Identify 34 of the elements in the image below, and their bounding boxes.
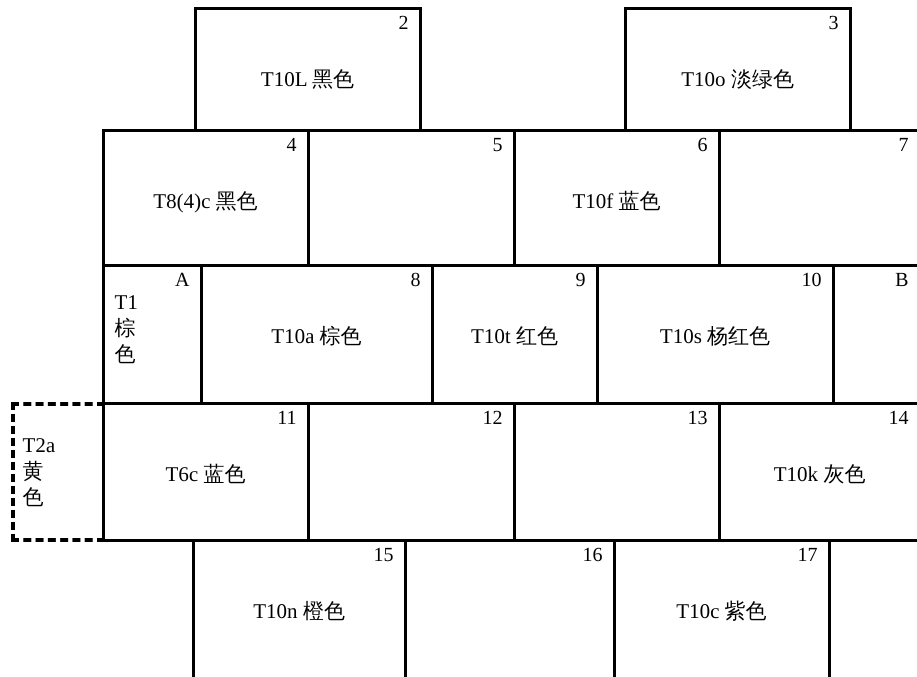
- cell-number: A: [175, 268, 190, 290]
- grid-cell: [624, 6, 852, 132]
- cell-number: B: [895, 268, 908, 290]
- cell-number: 17: [798, 544, 818, 566]
- cell-label: T10f 蓝色: [571, 188, 662, 214]
- grid-cell: [194, 6, 422, 132]
- cell-label: T10L 黑色: [260, 66, 356, 92]
- cell-label: T8(4)c 黑色: [152, 188, 259, 214]
- cell-number: 6: [698, 134, 708, 156]
- cell-number: 12: [482, 406, 502, 428]
- cell-label: T10s 杨红色: [658, 322, 772, 348]
- cell-number: 3: [828, 12, 838, 34]
- cell-label: T2a 黄色: [22, 432, 56, 510]
- cell-number: 8: [410, 268, 420, 290]
- cell-number: 15: [374, 544, 394, 566]
- cell-label: T10c 紫色: [675, 598, 768, 624]
- cell-label: T10t 红色: [470, 322, 559, 348]
- cell-number: 5: [492, 134, 502, 156]
- cell-number: 9: [576, 268, 586, 290]
- cell-label: T10n 橙色: [252, 598, 346, 624]
- cell-number: 14: [888, 406, 908, 428]
- cell-number: 4: [286, 134, 296, 156]
- dashed-box: [10, 402, 104, 542]
- cell-label: T6c 蓝色: [164, 460, 246, 486]
- cell-number: 7: [898, 134, 908, 156]
- cell-number: 2: [398, 12, 408, 34]
- cell-label: T10o 淡绿色: [680, 66, 795, 92]
- cell-label: T1 棕色: [114, 288, 139, 366]
- cell-number: 10: [802, 268, 822, 290]
- cell-number: 13: [688, 406, 708, 428]
- cell-label: T10a 棕色: [270, 322, 363, 348]
- cell-number: 16: [582, 544, 602, 566]
- cell-number: 11: [277, 406, 296, 428]
- cell-label: T10k 灰色: [772, 460, 866, 486]
